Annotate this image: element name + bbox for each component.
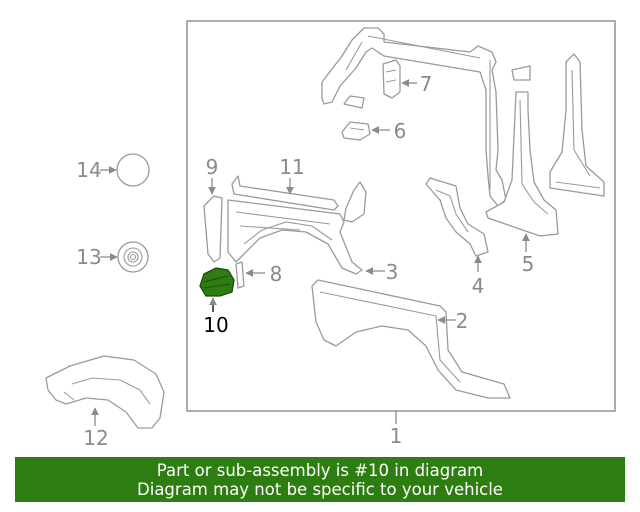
callout-13: 13 — [76, 245, 101, 269]
callout-4: 4 — [472, 274, 485, 298]
part-grommet-13[interactable] — [117, 241, 149, 273]
part-plug-14[interactable] — [116, 153, 150, 187]
part-rail-11[interactable] — [231, 175, 339, 211]
callout-10: 10 — [203, 313, 228, 337]
banner-line-1: Part or sub-assembly is #10 in diagram — [156, 461, 484, 480]
assembly-frame — [186, 20, 616, 412]
part-roof-rail[interactable] — [321, 27, 507, 207]
part-b-pillar[interactable] — [485, 65, 559, 237]
info-banner: Part or sub-assembly is #10 in diagram D… — [15, 457, 625, 502]
callout-6: 6 — [394, 119, 407, 143]
part-bracket-3b[interactable] — [343, 181, 367, 223]
callout-3: 3 — [386, 260, 399, 284]
part-wheelhouse-12[interactable] — [45, 355, 165, 429]
banner-line-2: Diagram may not be specific to your vehi… — [137, 480, 503, 499]
callout-1: 1 — [390, 424, 403, 448]
part-strip-8[interactable] — [235, 261, 245, 289]
part-10-highlighted[interactable] — [199, 267, 235, 297]
part-c-pillar[interactable] — [549, 53, 605, 197]
part-pad[interactable] — [343, 95, 365, 109]
part-clip-6[interactable] — [341, 121, 371, 141]
part-quarter-inner-3[interactable] — [227, 199, 363, 275]
callout-11: 11 — [279, 155, 304, 179]
callout-2: 2 — [456, 309, 469, 333]
part-bracket-7[interactable] — [382, 59, 401, 99]
callout-12: 12 — [83, 426, 108, 450]
part-quarter-outer-2[interactable] — [311, 279, 511, 399]
callout-14: 14 — [76, 158, 101, 182]
callout-5: 5 — [522, 252, 535, 276]
callout-8: 8 — [270, 262, 283, 286]
part-inner-pillar-4[interactable] — [425, 177, 489, 257]
callout-7: 7 — [420, 72, 433, 96]
callout-9: 9 — [206, 155, 219, 179]
part-strip-9[interactable] — [203, 195, 223, 263]
